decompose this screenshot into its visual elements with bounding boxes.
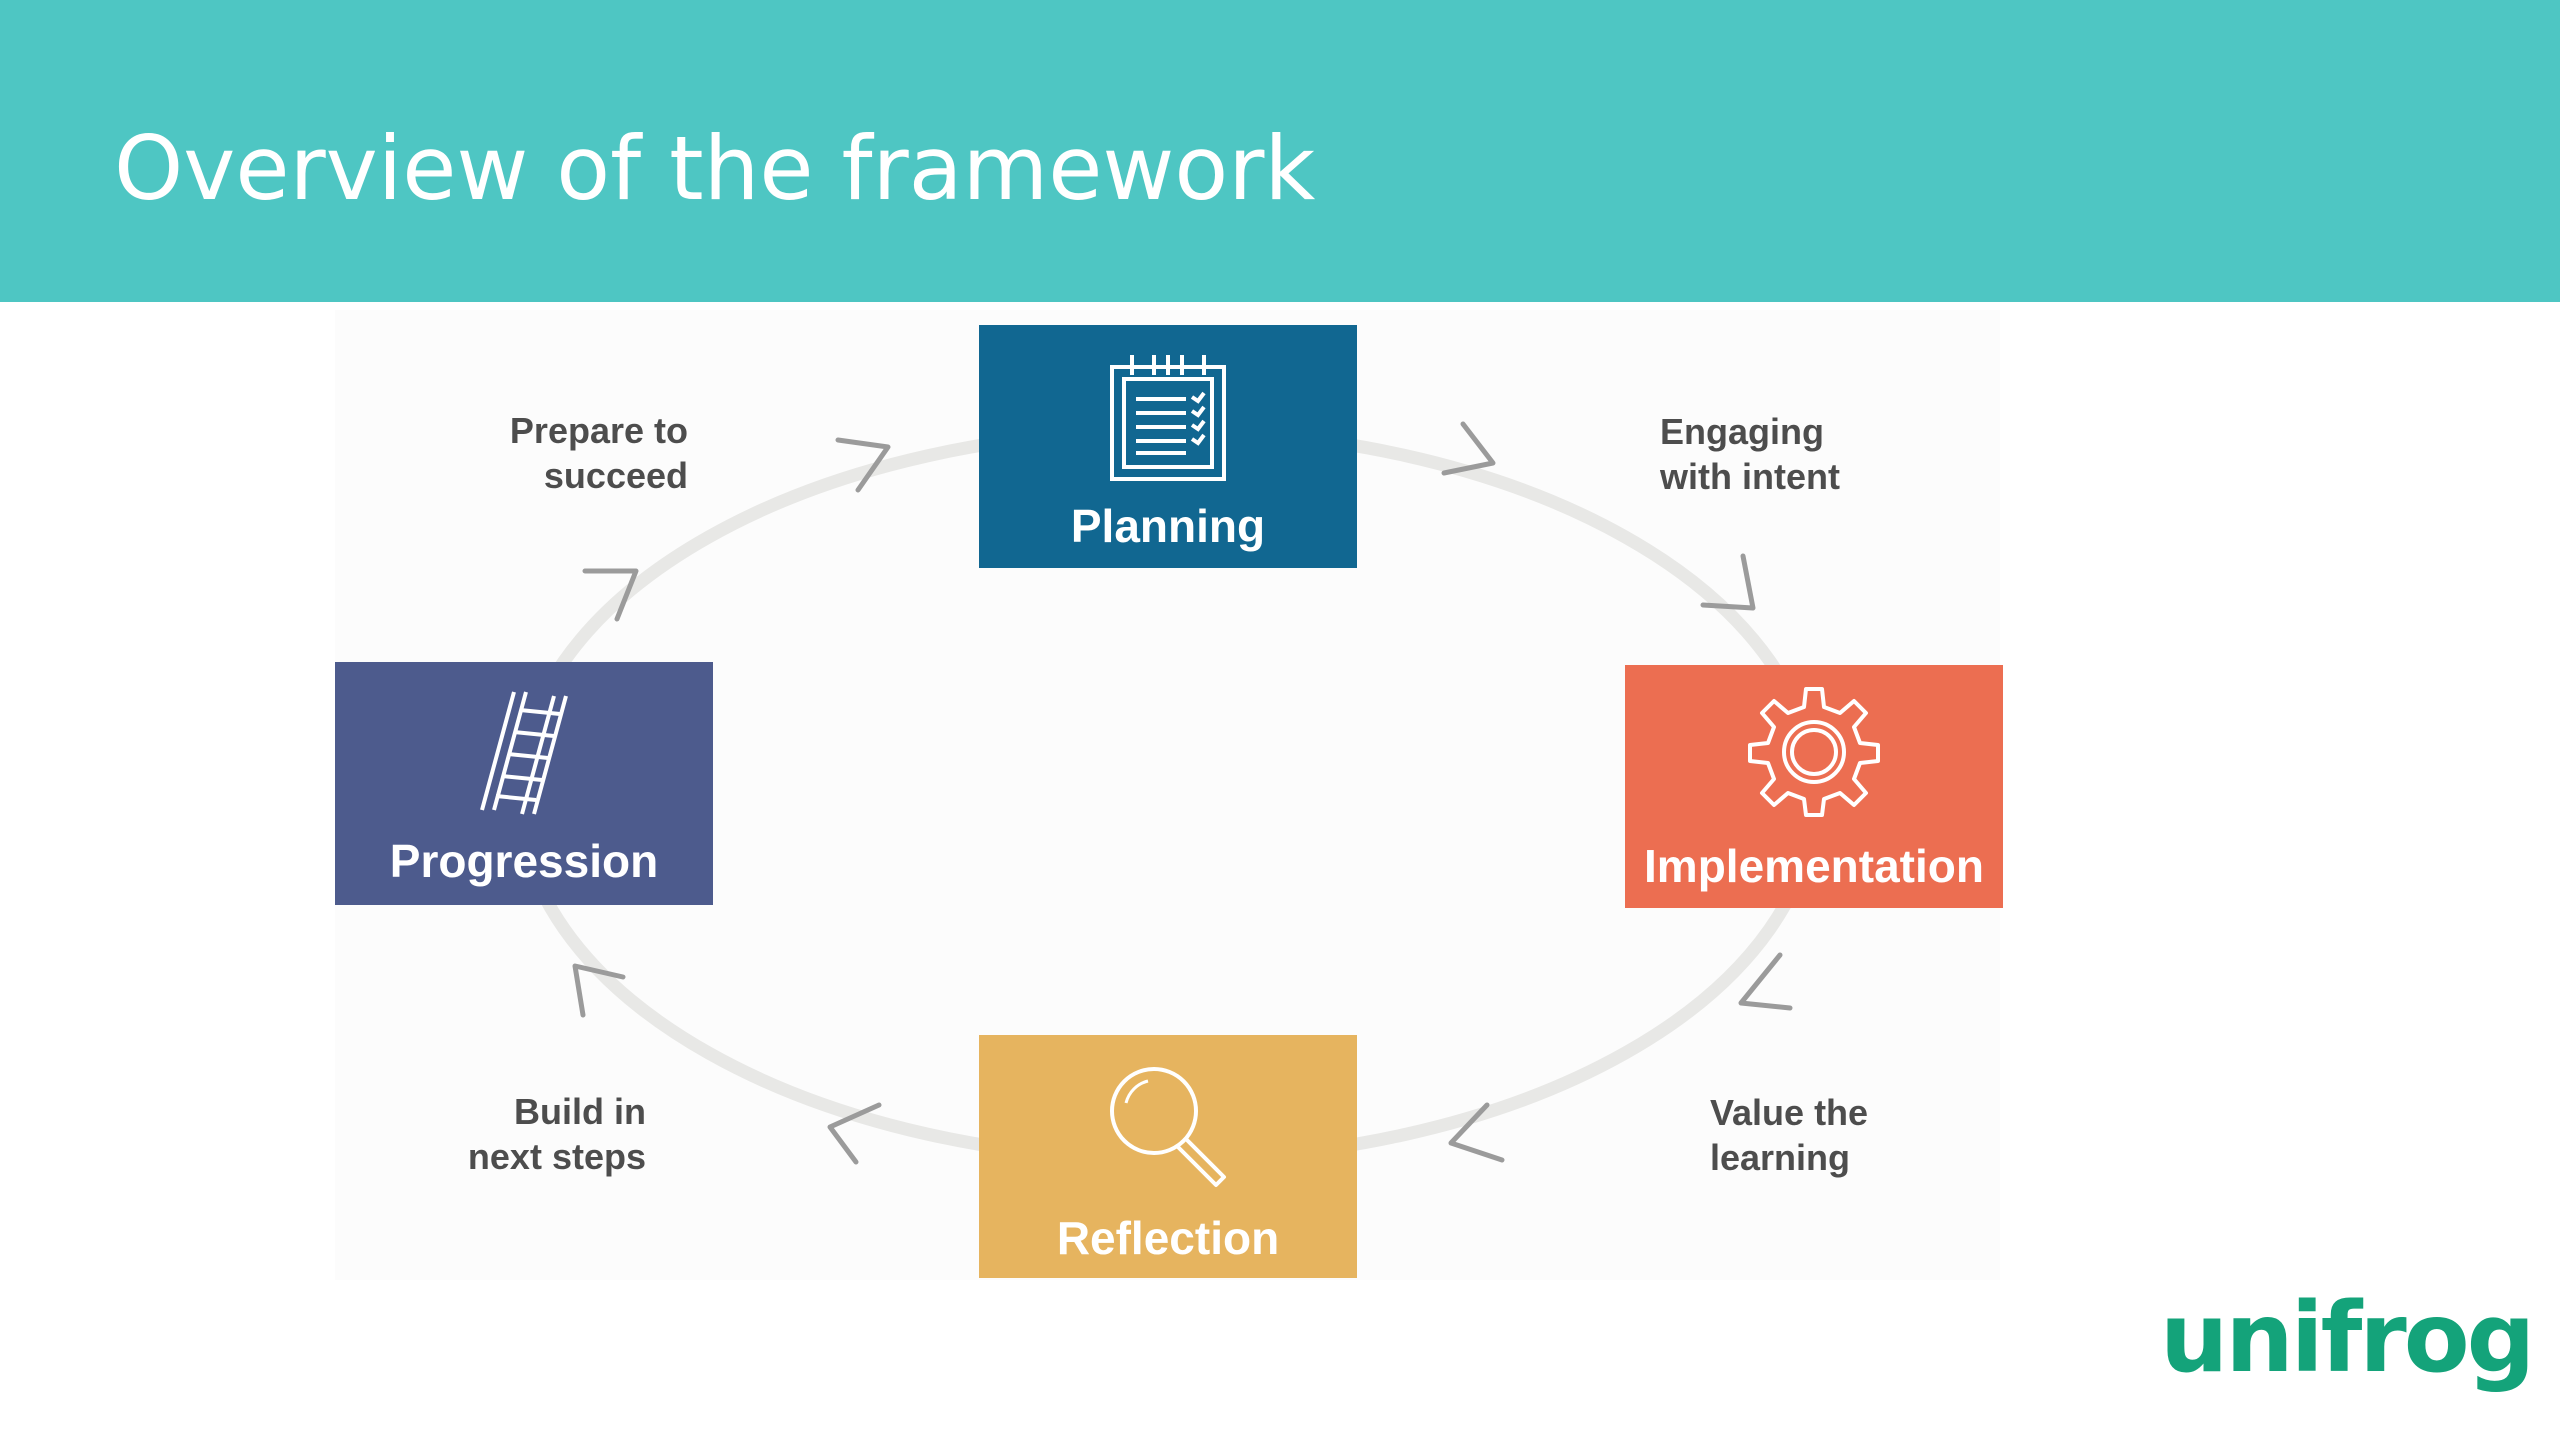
arrow-icon [572,963,626,1018]
step-line: with intent [1660,456,1840,497]
stage-progression: Progression [335,662,713,905]
stage-reflection: Reflection [979,1035,1357,1278]
arrow-icon [582,568,639,622]
step-value: Value the learning [1710,1090,1868,1180]
gear-icon [1744,681,1884,826]
step-line: next steps [467,1136,646,1177]
step-line: Value the [1710,1092,1869,1133]
step-build: Build in next steps [468,1089,646,1179]
clipboard-icon [1098,347,1238,492]
slide-title: Overview of the framework [114,117,1316,220]
arrow-icon [1441,421,1496,476]
stage-label: Reflection [1056,1212,1280,1264]
header-banner: Overview of the framework [0,0,2560,302]
stage-label: Progression [389,835,659,887]
step-prepare: Prepare to succeed [510,408,688,498]
step-engaging: Engaging with intent [1660,409,1840,499]
step-line: succeed [543,455,688,496]
unifrog-logo: unifrog [2160,1282,2535,1394]
arrow-icon [1738,952,1793,1011]
step-line: Engaging [1660,411,1824,452]
arrow-icon [1448,1102,1505,1163]
arrow-icon [1700,553,1756,611]
stage-planning: Planning [979,325,1357,568]
step-line: learning [1710,1137,1851,1178]
ladder-icon [454,686,594,831]
arrow-icon [835,437,891,493]
stage-implementation: Implementation [1625,665,2003,908]
step-line: Build in [514,1091,646,1132]
stage-label: Planning [1070,500,1266,552]
stage-label: Implementation [1644,840,1984,892]
magnifier-icon [1098,1059,1238,1204]
step-line: Prepare to [509,410,688,451]
arrow-icon [827,1102,882,1165]
